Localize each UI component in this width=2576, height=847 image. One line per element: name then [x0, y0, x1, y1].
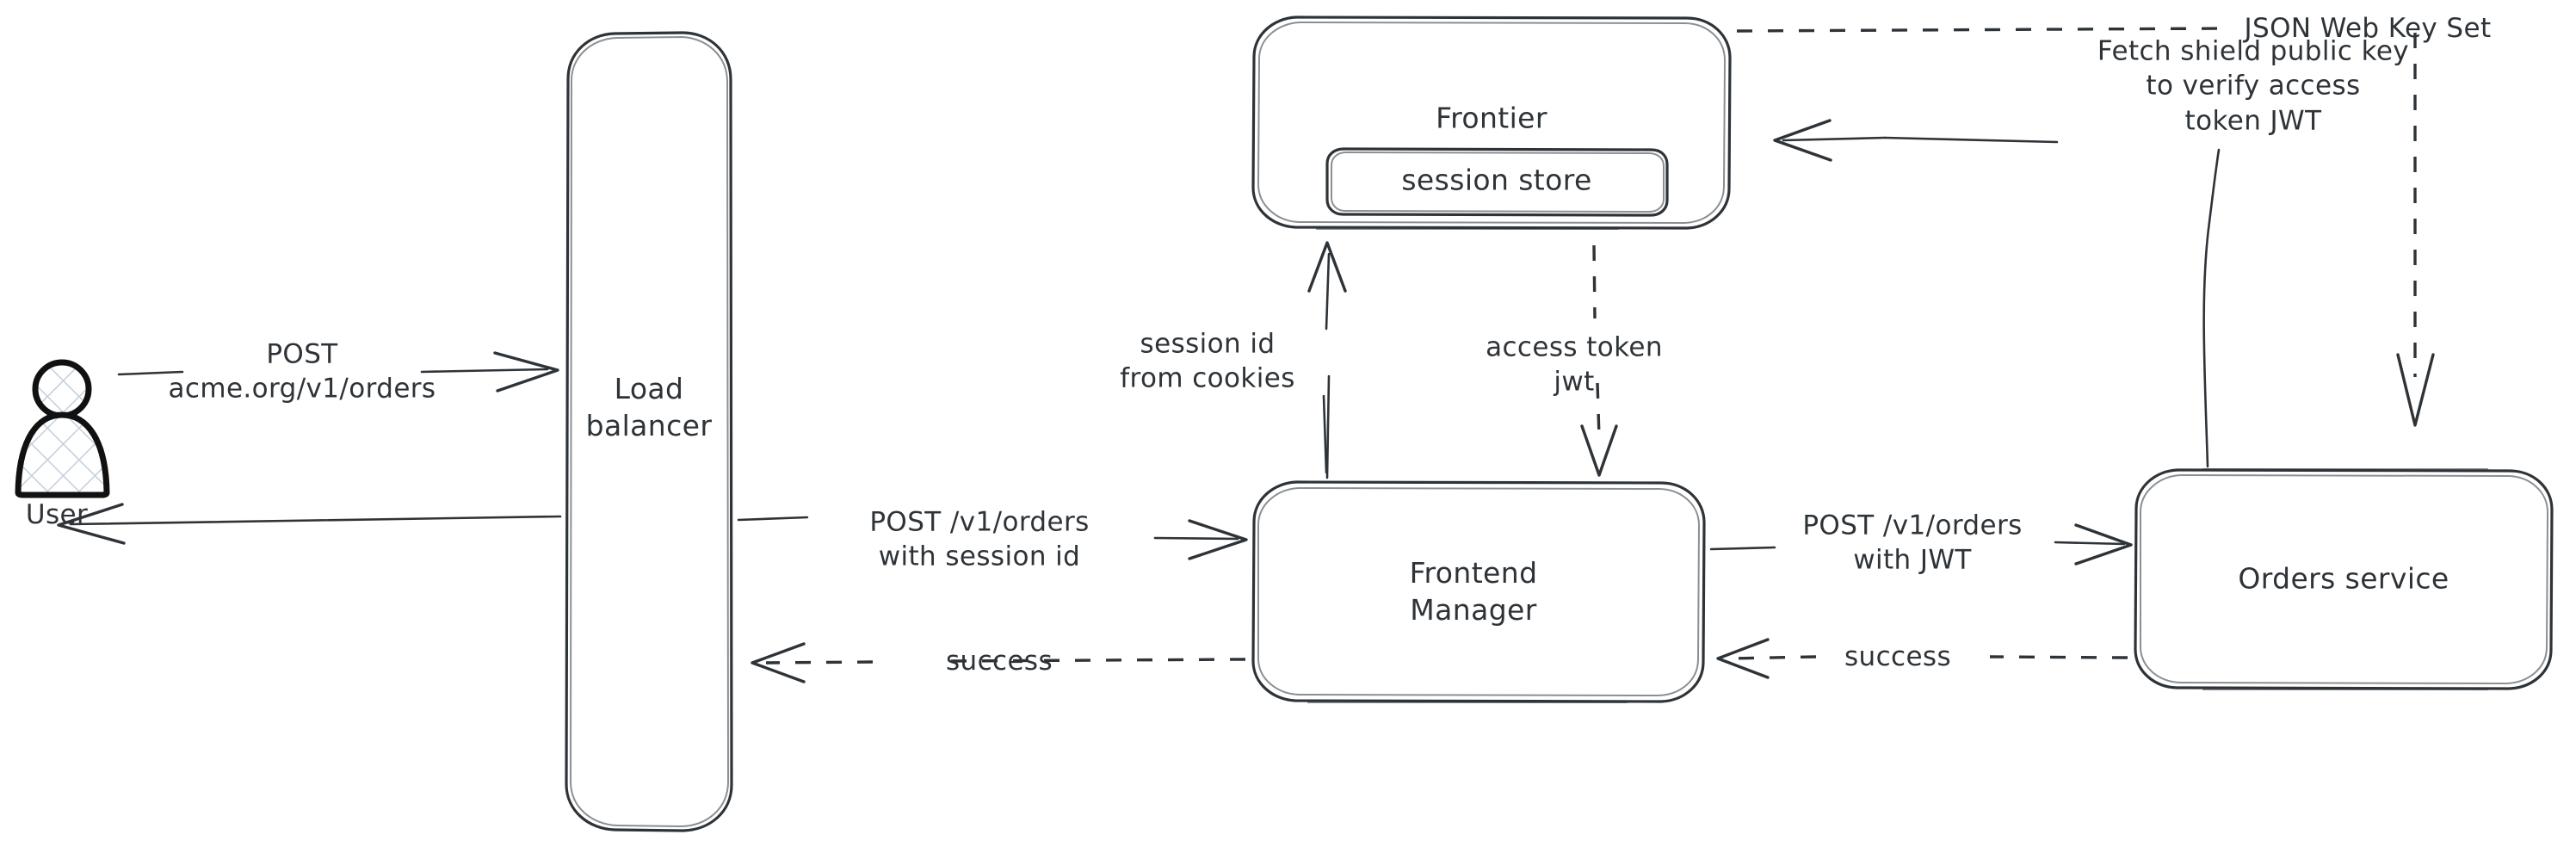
- frontier-node[interactable]: [1251, 15, 1732, 230]
- edge-user-to-load-balancer: [117, 351, 559, 393]
- edge-frontend-manager-to-orders-service: [1709, 523, 2133, 566]
- orders-service-node[interactable]: [2134, 468, 2554, 690]
- edge-load-balancer-to-user: [57, 503, 562, 545]
- session-store-node[interactable]: [1325, 147, 1669, 217]
- edge-orders-service-to-frontier: [1773, 119, 2221, 468]
- edge-load-balancer-to-frontend-manager: [737, 516, 1248, 560]
- person-icon: [15, 359, 110, 498]
- edge-frontend-manager-to-frontier: [1307, 241, 1347, 479]
- frontend-manager-node[interactable]: [1251, 480, 1706, 703]
- edge-frontier-to-orders-service: [1736, 27, 2435, 427]
- edge-frontier-to-frontend-manager: [1580, 244, 1618, 477]
- load-balancer-node[interactable]: [565, 31, 733, 832]
- edge-orders-service-to-frontend-manager: [1716, 638, 2128, 679]
- edge-frontend-manager-to-load-balancer: [751, 642, 1246, 683]
